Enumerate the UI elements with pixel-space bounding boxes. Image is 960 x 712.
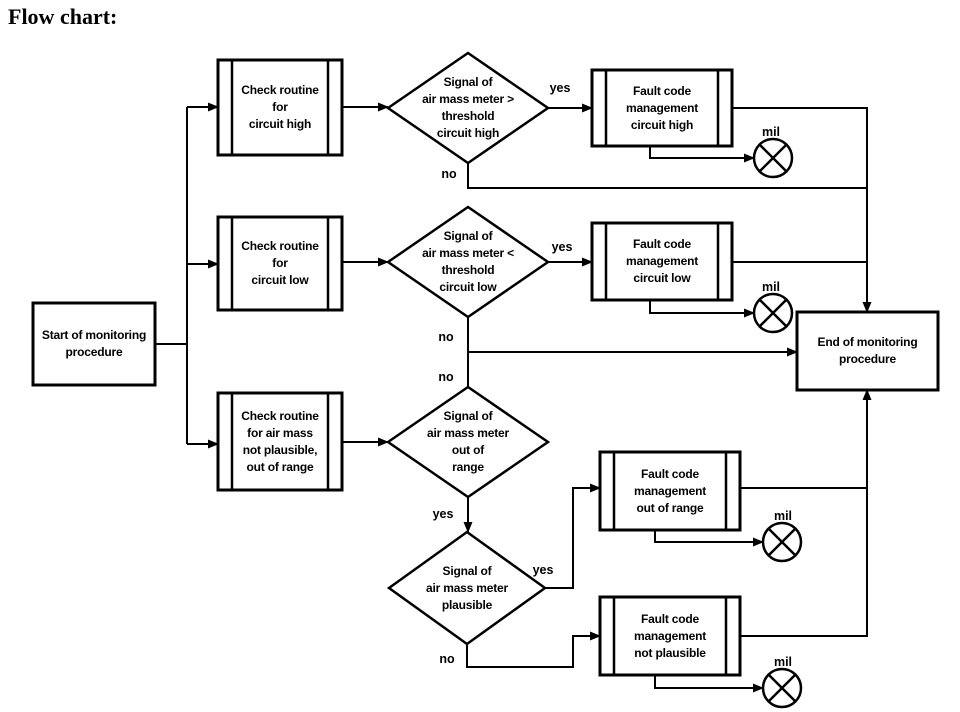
check-range-label: Check routine for air mass not plausible… (241, 408, 319, 474)
page-title: Flow chart: (8, 4, 118, 29)
end-node-shape (795, 310, 940, 392)
decision-high-label: Signal of air mass meter > threshold cir… (422, 75, 514, 140)
fault-range-label: Fault code management out of range (633, 466, 707, 515)
edge-fault-low-to-mil (649, 300, 755, 318)
d3-no-label: no (438, 370, 454, 384)
check-high-side-bars (230, 60, 330, 155)
d4-no-label: no (439, 652, 455, 666)
decision-plausible-shape (386, 530, 548, 646)
check-range-side-bars (230, 393, 330, 490)
edge-fault-plausible-to-mil (654, 675, 764, 693)
mil-label-low: mil (761, 280, 781, 294)
fault-high-label: Fault code management circuit high (625, 83, 699, 132)
mil-lamp-icon-low (752, 292, 794, 334)
edge-fault-plausible-to-end (740, 389, 872, 637)
d1-yes-label: yes (549, 81, 571, 95)
edge-fault-high-to-mil (649, 146, 755, 163)
edge-fault-range-to-mil (654, 530, 764, 547)
d1-no-label: no (441, 167, 457, 181)
edge-d1-no (467, 163, 867, 189)
fault-low-label: Fault code management circuit low (625, 237, 699, 285)
mil-label-range: mil (773, 509, 793, 523)
d2-no-label: no (438, 330, 454, 344)
end-node-label: End of monitoring procedure (817, 335, 918, 366)
d3-yes-label: yes (432, 507, 454, 521)
fault-plausible-label: Fault code management not plausible (633, 611, 707, 660)
check-high-label: Check routine for circuit high (241, 83, 319, 131)
mil-lamp-icon-high (752, 137, 794, 179)
check-high-shape (216, 58, 344, 157)
decision-plausible-label: Signal of air mass meter plausible (426, 563, 508, 612)
edge-d4-no (466, 631, 601, 668)
mil-label-plausible: mil (773, 655, 793, 669)
check-low-shape (216, 215, 344, 312)
mil-lamp-icon-plausible (761, 667, 803, 709)
decision-high-shape (385, 51, 551, 165)
decision-low-label: Signal of air mass meter < threshold cir… (422, 229, 514, 294)
decision-range-label: Signal of air mass meter out of range (427, 409, 509, 474)
fault-plausible-shape (598, 595, 742, 677)
fault-high-shape (590, 68, 734, 148)
decision-low-shape (385, 205, 551, 319)
mil-label-high: mil (761, 125, 781, 139)
d4-yes-label: yes (532, 563, 554, 577)
edge-fault-high-to-end (732, 107, 872, 313)
check-range-shape (216, 391, 344, 492)
decision-range-shape (385, 385, 551, 499)
fault-range-side-bars (612, 452, 728, 530)
fault-range-shape (598, 450, 742, 532)
fault-low-shape (590, 221, 734, 302)
mil-lamp-icon-range (761, 521, 803, 563)
start-node-shape (31, 301, 157, 387)
fault-high-side-bars (604, 70, 720, 146)
d2-yes-label: yes (551, 240, 573, 254)
check-low-side-bars (230, 217, 330, 310)
fault-plausible-side-bars (612, 597, 728, 675)
start-node-label: Start of monitoring procedure (41, 328, 147, 359)
fault-low-side-bars (604, 223, 720, 300)
edge-d4-yes (545, 483, 601, 589)
check-low-label: Check routine for circuit low (241, 239, 319, 287)
